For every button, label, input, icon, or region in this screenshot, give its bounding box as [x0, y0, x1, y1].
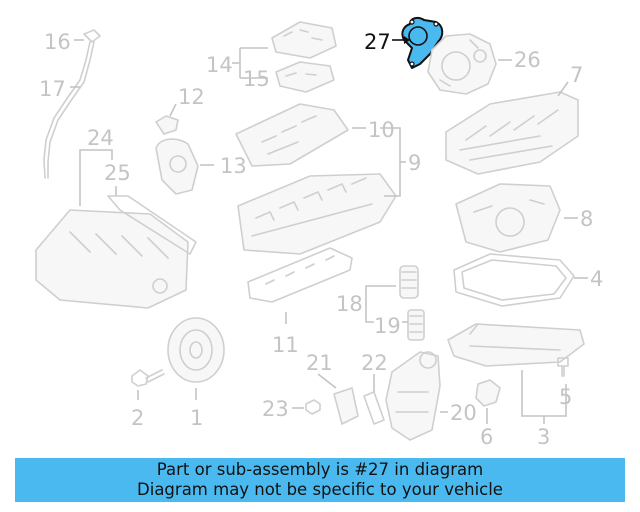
- callout-23: 23: [262, 397, 289, 421]
- manifold-gasket-part: [107, 195, 197, 255]
- oil-pan-part: [447, 323, 585, 367]
- banner-line-part: Part or sub-assembly is #27 in diagram: [156, 460, 484, 479]
- callout-12: 12: [178, 85, 205, 109]
- valve-cover-part: [235, 103, 349, 167]
- callout-22: 22: [361, 351, 388, 375]
- callout-15: 15: [243, 67, 270, 91]
- oil-cooler-part: [333, 387, 359, 425]
- filter-housing-part: [385, 351, 441, 441]
- callout-14: 14: [206, 53, 233, 77]
- pulley-part: [167, 317, 225, 383]
- banner-line-disclaimer: Diagram may not be specific to your vehi…: [137, 480, 503, 499]
- callout-21: 21: [306, 351, 333, 375]
- parts-diagram: 16 17 14 15 27 26 7: [35, 16, 603, 449]
- callout-24: 24: [87, 126, 114, 150]
- bolt-part: [131, 369, 165, 387]
- callout-4: 4: [590, 267, 603, 291]
- drain-plug-part: [557, 357, 569, 377]
- pan-gasket-part: [453, 253, 575, 307]
- callout-27: 27: [364, 30, 391, 54]
- bracket-part: [475, 379, 501, 407]
- callout-3: 3: [537, 425, 550, 449]
- callout-16: 16: [44, 30, 71, 54]
- dipstick-part: [43, 29, 101, 179]
- callout-9: 9: [408, 151, 421, 175]
- callout-5: 5: [559, 385, 572, 409]
- callout-25: 25: [104, 161, 131, 185]
- callout-11: 11: [272, 333, 299, 357]
- baffle-plate-part: [455, 183, 561, 253]
- gasket-27-part: [401, 16, 444, 69]
- info-banner: Part or sub-assembly is #27 in diagram D…: [15, 458, 625, 502]
- callout-2: 2: [131, 406, 144, 430]
- callout-8: 8: [580, 207, 593, 231]
- cooler-bolt-part: [305, 399, 321, 415]
- pump-housing-part: [427, 33, 497, 95]
- callout-26: 26: [514, 48, 541, 72]
- cooler-gasket-part: [363, 391, 385, 425]
- timing-cover-part: [155, 115, 199, 195]
- cylinder-head-part: [237, 173, 397, 255]
- callout-10: 10: [368, 118, 395, 142]
- callout-17: 17: [39, 77, 66, 101]
- intake-manifold-part: [35, 209, 189, 309]
- callout-19: 19: [374, 314, 401, 338]
- callout-18: 18: [336, 292, 363, 316]
- oil-filter-part: [399, 265, 425, 341]
- callout-1: 1: [190, 406, 203, 430]
- engine-cover-part: [271, 21, 337, 93]
- bedplate-part: [445, 91, 579, 175]
- callout-20: 20: [450, 401, 477, 425]
- callout-6: 6: [480, 425, 493, 449]
- callout-7: 7: [570, 63, 583, 87]
- head-gasket-part: [247, 247, 353, 303]
- callout-13: 13: [220, 154, 247, 178]
